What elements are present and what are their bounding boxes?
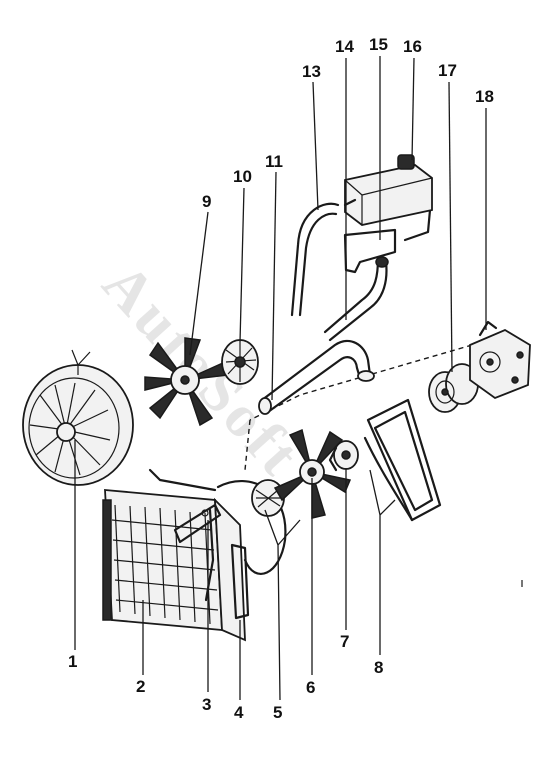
radiator-hose-icon	[258, 339, 375, 415]
expansion-tank-icon	[343, 154, 433, 226]
callout-11: 11	[265, 152, 283, 171]
leader-17	[448, 81, 453, 373]
callout-15: 15	[369, 35, 388, 54]
radiator-icon	[102, 468, 246, 642]
alignment-axis-lower	[244, 419, 251, 471]
callout-17: 17	[438, 61, 457, 80]
drive-belt-icon	[363, 398, 442, 522]
leader-11	[271, 171, 277, 401]
fan-blade-icon	[144, 337, 229, 427]
callout-3: 3	[202, 695, 212, 714]
callout-9: 9	[202, 192, 212, 211]
leader-16	[411, 57, 415, 161]
callout-14: 14	[335, 37, 354, 56]
callout-5: 5	[273, 703, 283, 722]
water-pump-icon	[469, 320, 531, 400]
callout-13: 13	[302, 62, 321, 81]
viscous-coupling-icon	[221, 339, 259, 385]
leader-5	[264, 509, 301, 701]
callout-7: 7	[340, 632, 350, 651]
callout-4: 4	[234, 703, 244, 722]
leader-13	[312, 81, 319, 211]
leader-lines	[74, 56, 487, 701]
side-plate-icon	[230, 543, 250, 620]
leader-10	[239, 187, 245, 343]
callout-10: 10	[233, 167, 252, 186]
hose-icon	[290, 202, 340, 317]
callout-8: 8	[374, 658, 384, 677]
fan-shroud-icon	[22, 349, 134, 486]
callout-18: 18	[475, 87, 494, 106]
fan-clutch-icon	[328, 440, 359, 472]
callout-16: 16	[403, 37, 422, 56]
fan-blade-icon	[273, 428, 352, 519]
callout-2: 2	[136, 677, 146, 696]
callout-1: 1	[68, 652, 78, 671]
leader-8	[369, 469, 396, 655]
leader-9	[189, 211, 209, 356]
callout-6: 6	[306, 678, 316, 697]
hose-icon	[323, 256, 389, 342]
